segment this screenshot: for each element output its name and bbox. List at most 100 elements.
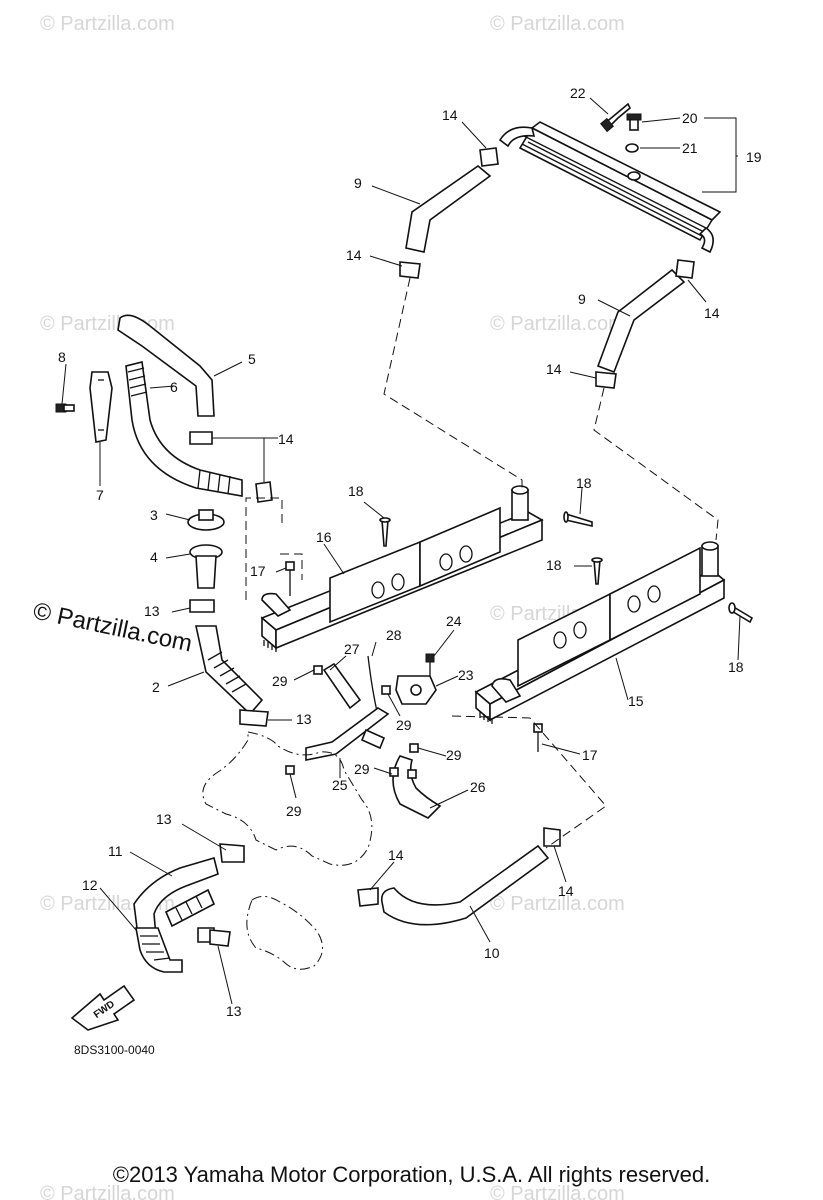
bolt-24: [425, 653, 435, 676]
watermark-layer: © Partzilla.com © Partzilla.com © Partzi…: [31, 13, 625, 1200]
screw-17-b: [533, 723, 543, 752]
screw-17-a: [285, 561, 295, 596]
callout-label: 13: [156, 811, 172, 827]
hose-6-corrugation: [127, 367, 231, 495]
clamp-13-c: [219, 843, 245, 863]
callout-label: 13: [226, 1003, 242, 1019]
callout-label: 4: [150, 549, 158, 565]
tie-28: [367, 655, 379, 717]
callout-label: 14: [346, 247, 362, 263]
thermostat-housing-4: [189, 544, 223, 589]
callout-label: 21: [682, 140, 698, 156]
washer-21: [625, 143, 639, 153]
callout-label: 26: [470, 779, 486, 795]
callout-label: 14: [278, 431, 294, 447]
hose-5: [117, 314, 215, 417]
callout-label: 29: [396, 717, 412, 733]
hose-27: [322, 662, 362, 710]
leader-lines: [61, 97, 741, 1005]
callout-label: 28: [386, 627, 402, 643]
hose-2: [195, 625, 264, 716]
callout-label: 7: [96, 487, 104, 503]
callout-label: 18: [348, 483, 364, 499]
rivet-18-a: [379, 517, 391, 547]
callout-label: 13: [144, 603, 160, 619]
callout-label: 22: [570, 85, 586, 101]
callout-label: 14: [546, 361, 562, 377]
fwd-arrow-icon: FWD: [70, 984, 136, 1031]
callout-label: 14: [442, 107, 458, 123]
cooler-16: [260, 485, 544, 652]
radiator: [498, 121, 722, 254]
rivet-18-d: [728, 602, 754, 624]
watermark-text: © Partzilla.com: [490, 893, 625, 915]
hose-25: [305, 707, 390, 761]
bracket-7: [89, 371, 113, 443]
watermark-main: © Partzilla.com: [31, 597, 195, 657]
diagram-code: 8DS3100-0040: [74, 1043, 155, 1057]
rivet-18-b: [563, 511, 593, 528]
callout-label: 11: [108, 843, 123, 859]
callout-label: 27: [344, 641, 360, 657]
clamp-13-b: [239, 709, 269, 727]
rivet-18-c: [591, 557, 603, 585]
hose-25b: [360, 728, 386, 750]
callout-label: 12: [82, 877, 98, 893]
callout-label: 20: [682, 110, 698, 126]
callout-label: 14: [388, 847, 404, 863]
hose-2-corrugation: [207, 651, 247, 693]
hose-9-left: [405, 164, 492, 253]
callout-label: 14: [704, 305, 720, 321]
cooler-15: [474, 541, 726, 724]
callout-label: 9: [354, 175, 362, 191]
callout-label: 14: [558, 883, 574, 899]
callout-label: 13: [296, 711, 312, 727]
watermark-text: © Partzilla.com: [40, 1183, 175, 1200]
exhaust-outline: [246, 896, 323, 970]
callout-label: 29: [446, 747, 462, 763]
clamp-14-f: [255, 481, 273, 503]
clamp-13-a: [189, 599, 215, 613]
callouts: 22 14 20 21 19 9 14 9 14 14 8 5 6 14 7 3…: [58, 85, 762, 1019]
bolt-20: [626, 113, 642, 131]
clamp-14-d: [595, 371, 617, 389]
clamp-14-e: [189, 431, 213, 445]
callout-label: 6: [170, 379, 178, 395]
hose-6: [125, 361, 243, 497]
callout-label: 15: [628, 693, 644, 709]
callout-label: 17: [582, 747, 598, 763]
hose-9-right: [596, 268, 686, 374]
fastener-22: [600, 102, 631, 133]
callout-label: 8: [58, 349, 66, 365]
thermostat-cap-3: [187, 509, 225, 531]
watermark-text: © Partzilla.com: [490, 13, 625, 35]
callout-label: 29: [286, 803, 302, 819]
callout-label: 18: [576, 475, 592, 491]
callout-label: 19: [746, 149, 762, 165]
callout-label: 17: [250, 563, 266, 579]
callout-label: 2: [152, 679, 160, 695]
callout-label: 18: [728, 659, 744, 675]
callout-label: 16: [316, 529, 332, 545]
callout-label: 5: [248, 351, 256, 367]
clamp-14-a: [479, 147, 499, 167]
clamp-13-d: [209, 929, 231, 947]
clamp-14-c: [675, 259, 695, 279]
bolt-8: [55, 403, 75, 413]
callout-label: 23: [458, 667, 474, 683]
callout-label: 10: [484, 945, 500, 961]
hose-10: [380, 844, 550, 926]
callout-label: 29: [272, 673, 288, 689]
hose-11: [133, 856, 219, 937]
hose-26: [392, 755, 442, 819]
callout-label: 29: [354, 761, 370, 777]
copyright-footer: ©2013 Yamaha Motor Corporation, U.S.A. A…: [112, 1162, 711, 1187]
fitting-23: [395, 675, 437, 705]
engine-outline: [202, 731, 373, 866]
clamp-14-g: [357, 887, 379, 907]
watermark-text: © Partzilla.com: [490, 1183, 625, 1200]
callout-label: 9: [578, 291, 586, 307]
callout-label: 3: [150, 507, 158, 523]
callout-label: 24: [446, 613, 462, 629]
